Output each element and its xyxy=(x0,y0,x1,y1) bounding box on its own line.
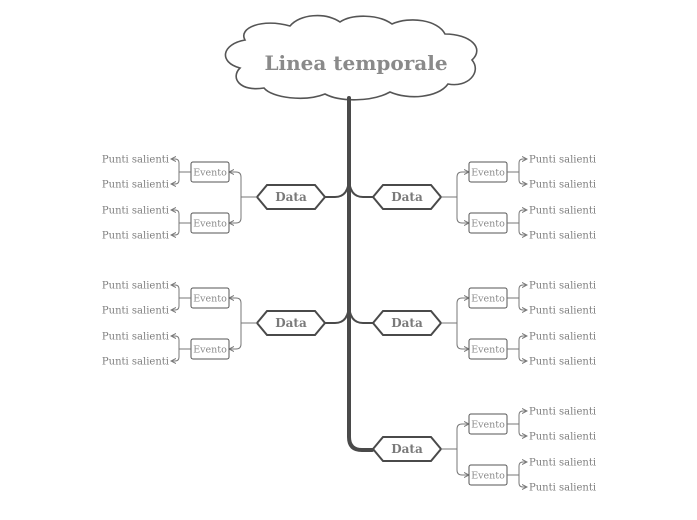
date-hexagon xyxy=(255,184,327,210)
trunk-connector xyxy=(325,176,350,198)
highlight-link xyxy=(518,411,527,424)
highlight-label[interactable]: Punti salienti xyxy=(529,281,596,292)
highlight-link xyxy=(518,336,527,349)
highlight-link xyxy=(518,349,527,361)
trunk-connector xyxy=(348,176,373,198)
highlight-link xyxy=(518,424,527,436)
highlight-label[interactable]: Punti salienti xyxy=(102,231,169,242)
date-node[interactable]: Data xyxy=(255,184,327,210)
highlight-label[interactable]: Punti salienti xyxy=(529,206,596,217)
event-label: Evento xyxy=(193,294,227,305)
event-link xyxy=(229,172,242,197)
event-node[interactable]: Evento xyxy=(190,338,230,360)
event-link xyxy=(456,197,469,223)
event-link xyxy=(456,424,469,449)
highlight-label[interactable]: Punti salienti xyxy=(102,332,169,343)
date-node[interactable]: Data xyxy=(255,310,327,336)
cloud-shape xyxy=(224,14,478,101)
highlight-label[interactable]: Punti salienti xyxy=(102,180,169,191)
highlight-link xyxy=(171,285,180,298)
event-link xyxy=(456,449,469,475)
highlight-label[interactable]: Punti salienti xyxy=(529,155,596,166)
trunk-connector xyxy=(348,302,373,324)
highlight-link xyxy=(171,349,180,361)
event-node[interactable]: Evento xyxy=(190,212,230,234)
highlight-link xyxy=(518,159,527,172)
highlight-label[interactable]: Punti salienti xyxy=(102,281,169,292)
event-label: Evento xyxy=(193,219,227,230)
highlight-label[interactable]: Punti salienti xyxy=(102,357,169,368)
event-label: Evento xyxy=(193,345,227,356)
timeline-title: Linea temporale xyxy=(264,51,447,75)
highlight-link xyxy=(518,475,527,487)
event-node[interactable]: Evento xyxy=(468,338,508,360)
date-label: Data xyxy=(275,190,307,204)
event-link xyxy=(229,197,242,223)
highlight-label[interactable]: Punti salienti xyxy=(529,432,596,443)
highlight-link xyxy=(518,285,527,298)
highlight-label[interactable]: Punti salienti xyxy=(529,306,596,317)
event-node[interactable]: Evento xyxy=(468,413,508,435)
highlight-label[interactable]: Punti salienti xyxy=(529,483,596,494)
highlight-link xyxy=(518,172,527,184)
event-link xyxy=(456,323,469,349)
highlight-label[interactable]: Punti salienti xyxy=(529,458,596,469)
event-label: Evento xyxy=(471,420,505,431)
highlight-link xyxy=(518,462,527,475)
highlight-link xyxy=(518,210,527,223)
event-label: Evento xyxy=(471,345,505,356)
event-node[interactable]: Evento xyxy=(468,287,508,309)
highlight-link xyxy=(171,159,180,172)
highlight-label[interactable]: Punti salienti xyxy=(529,357,596,368)
timeline-trunk xyxy=(347,96,374,452)
highlight-label[interactable]: Punti salienti xyxy=(529,332,596,343)
event-label: Evento xyxy=(471,471,505,482)
date-node[interactable]: Data xyxy=(371,310,443,336)
highlight-link xyxy=(518,298,527,310)
highlight-label[interactable]: Punti salienti xyxy=(102,306,169,317)
date-label: Data xyxy=(391,442,423,456)
event-node[interactable]: Evento xyxy=(190,161,230,183)
highlight-link xyxy=(171,298,180,310)
event-node[interactable]: Evento xyxy=(468,212,508,234)
event-link xyxy=(456,172,469,197)
highlight-link xyxy=(171,336,180,349)
event-link xyxy=(229,298,242,323)
highlight-label[interactable]: Punti salienti xyxy=(529,231,596,242)
event-label: Evento xyxy=(471,168,505,179)
date-node[interactable]: Data xyxy=(371,436,443,462)
highlight-label[interactable]: Punti salienti xyxy=(102,206,169,217)
event-link xyxy=(229,323,242,349)
event-node[interactable]: Evento xyxy=(190,287,230,309)
title-cloud[interactable]: Linea temporale xyxy=(224,14,478,101)
event-label: Evento xyxy=(471,294,505,305)
date-label: Data xyxy=(391,316,423,330)
highlight-label[interactable]: Punti salienti xyxy=(102,155,169,166)
trunk-connector xyxy=(325,302,350,324)
event-node[interactable]: Evento xyxy=(468,161,508,183)
highlight-label[interactable]: Punti salienti xyxy=(529,407,596,418)
highlight-label[interactable]: Punti salienti xyxy=(529,180,596,191)
highlight-link xyxy=(171,172,180,184)
date-label: Data xyxy=(275,316,307,330)
date-hexagon xyxy=(255,310,327,336)
event-link xyxy=(456,298,469,323)
highlight-link xyxy=(171,223,180,235)
event-label: Evento xyxy=(193,168,227,179)
highlight-link xyxy=(171,210,180,223)
date-label: Data xyxy=(391,190,423,204)
highlight-link xyxy=(518,223,527,235)
event-label: Evento xyxy=(471,219,505,230)
date-node[interactable]: Data xyxy=(371,184,443,210)
event-node[interactable]: Evento xyxy=(468,464,508,486)
